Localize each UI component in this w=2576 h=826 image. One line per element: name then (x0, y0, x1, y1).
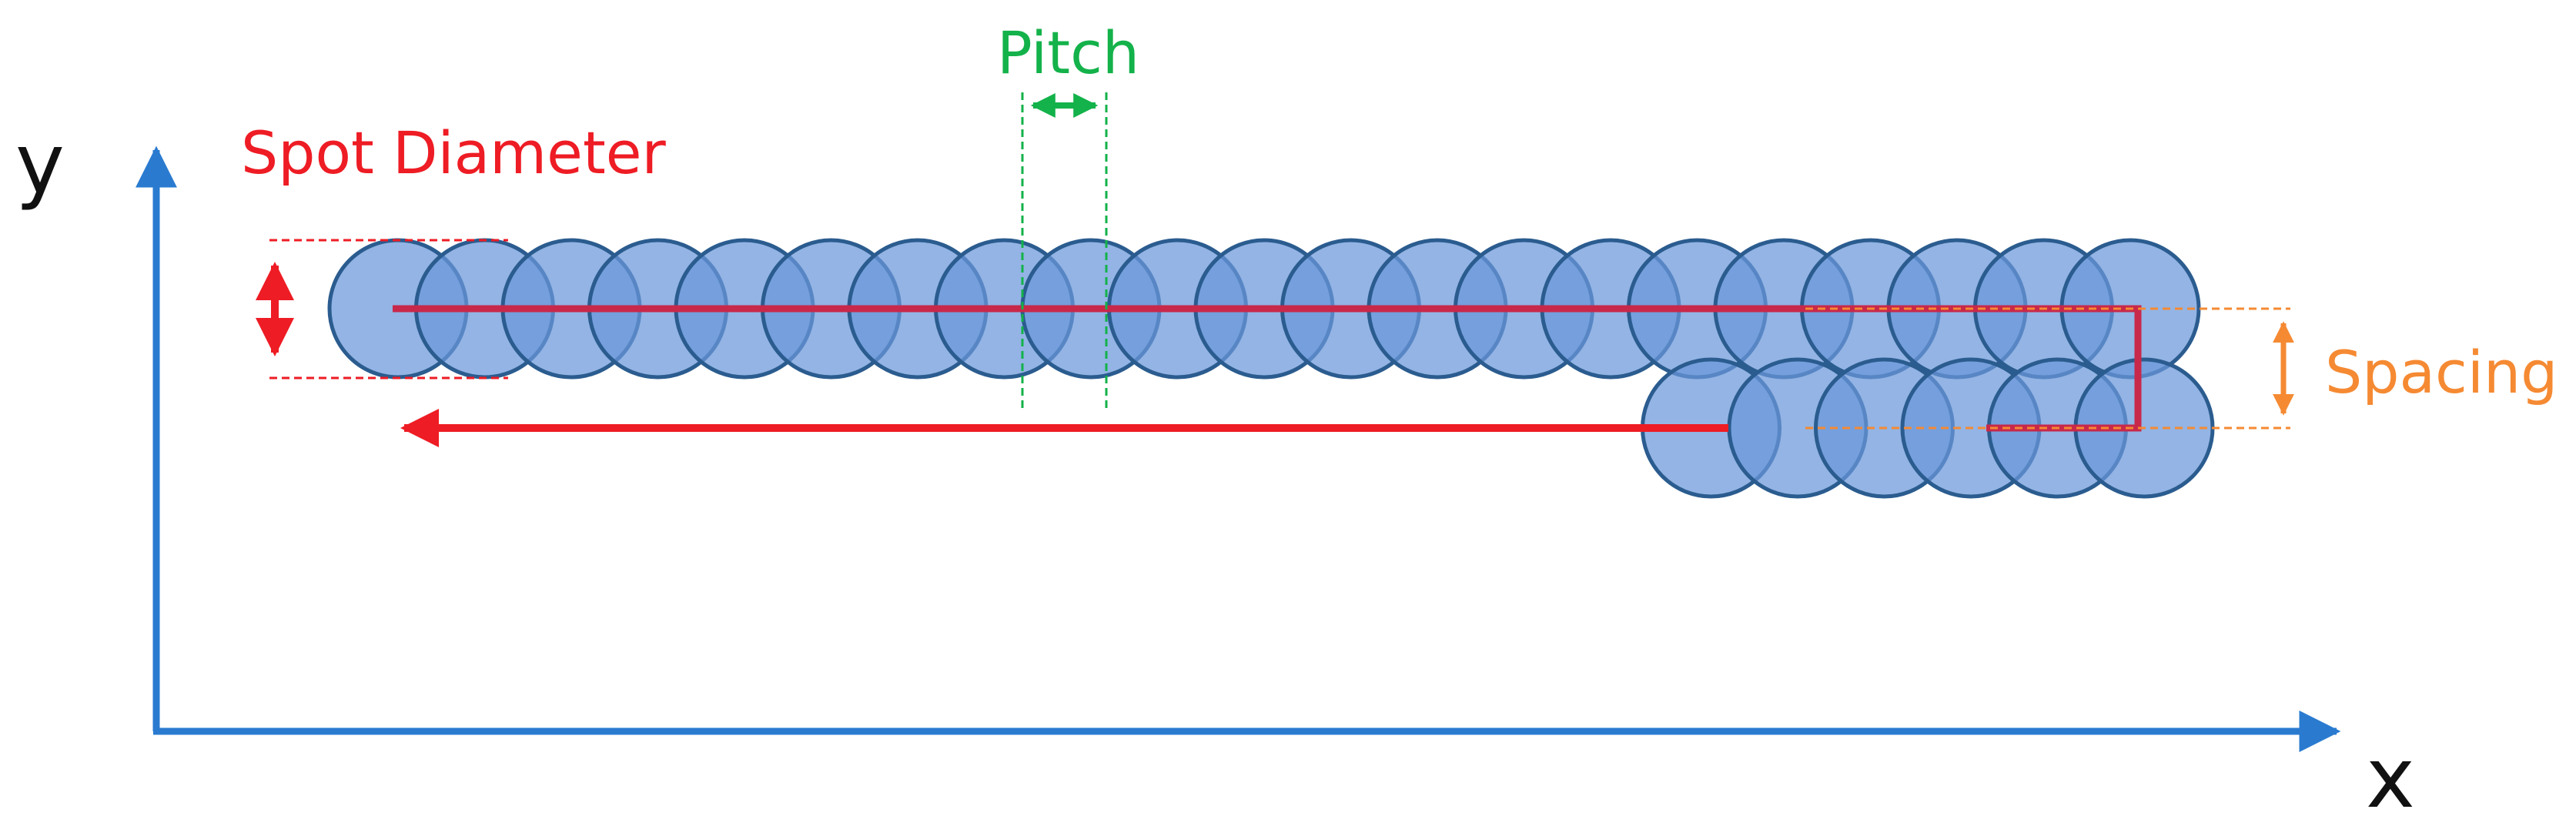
pitch-label: Pitch (997, 18, 1139, 87)
scan-path-line (393, 305, 2142, 432)
spacing-label: Spacing (2325, 338, 2558, 406)
y-axis-label: y (15, 116, 65, 212)
x-axis-label: x (2366, 731, 2415, 826)
spot-diameter-label: Spot Diameter (241, 119, 666, 187)
